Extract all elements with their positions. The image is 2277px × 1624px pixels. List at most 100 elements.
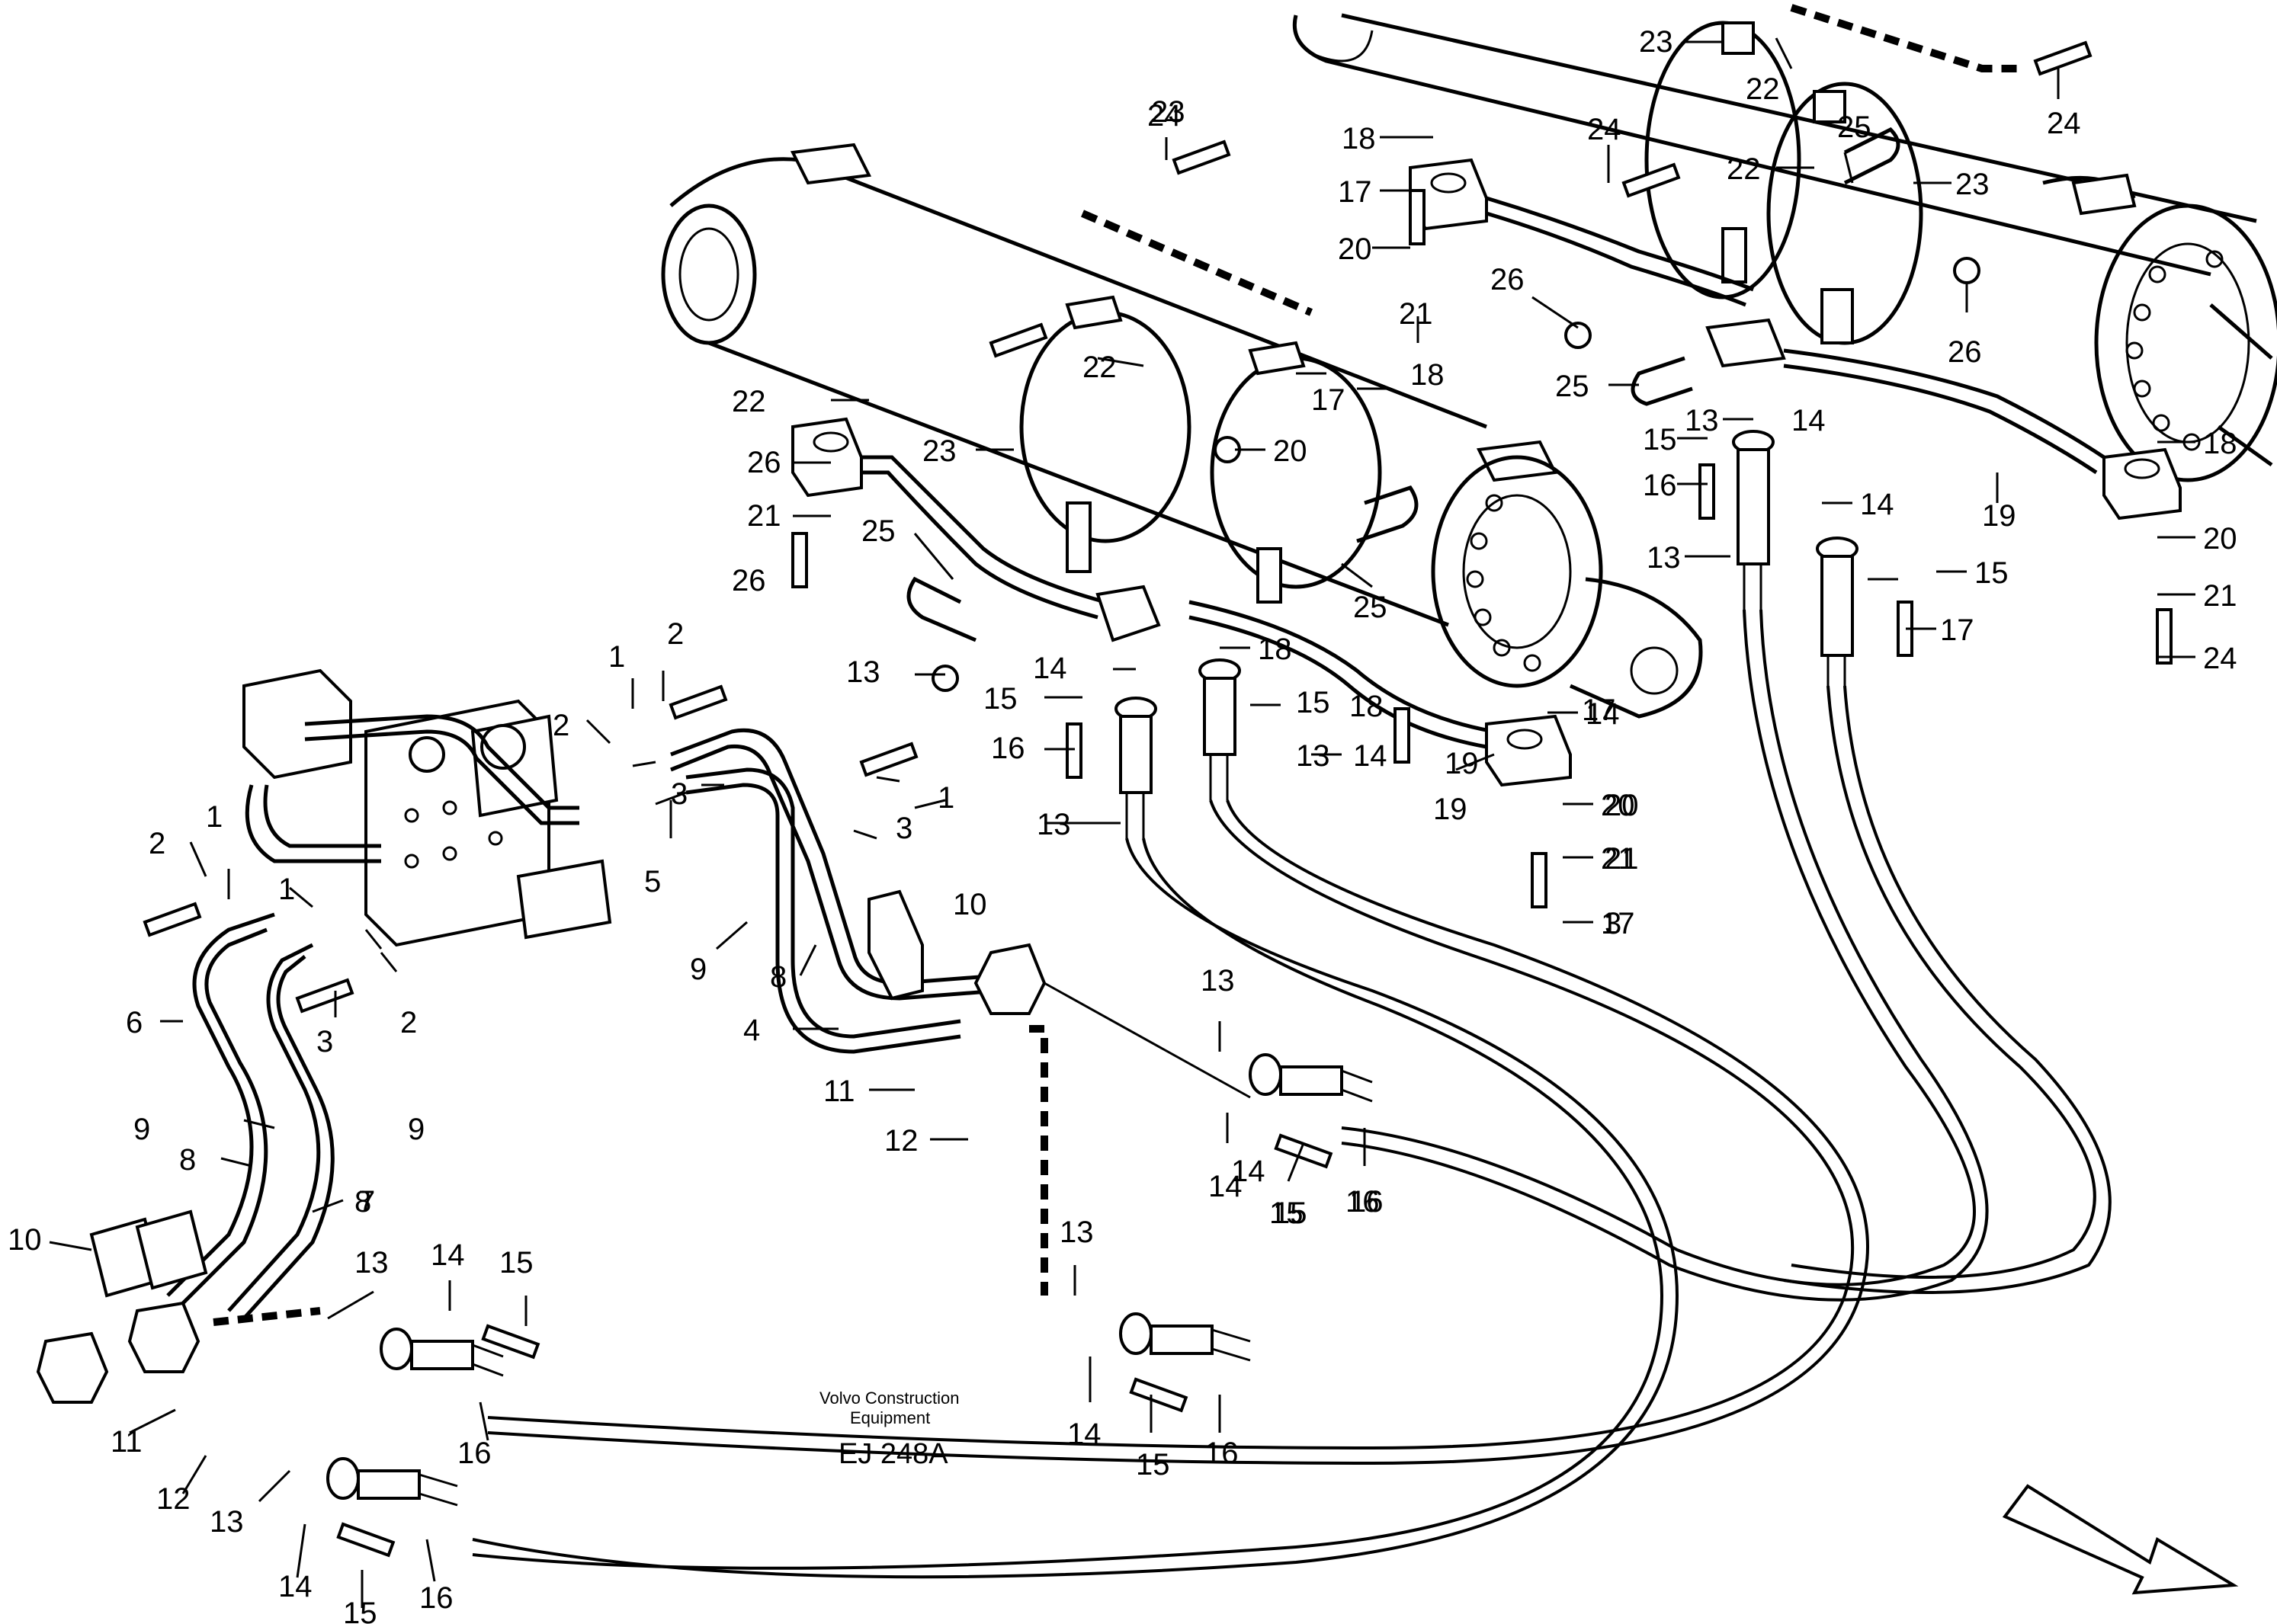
callout-label: 24 [1147,99,1182,133]
callout-label: 16 [419,1581,454,1615]
callout-label: 18 [1342,122,1376,155]
callout-label: 1 [278,873,295,906]
callout-label: 13 [1037,808,1071,841]
callout-label: 14 [278,1570,313,1603]
right-brake-pipe [1409,158,2182,521]
u-bolt-right [1631,356,1693,406]
callout-label: 26 [747,446,781,479]
callout-label: 14 [431,1238,465,1272]
brand-line-2: Equipment [850,1408,930,1427]
lower-hose-assembly-1 [1249,1053,1373,1103]
callout-label: 25 [861,514,896,548]
callout-label: 21 [2203,579,2237,613]
left-clamp-2 [1210,341,1382,604]
callout-label: 2 [149,827,165,860]
callout-label: 23 [1955,168,1990,201]
figure-code: EJ 248A [839,1438,948,1470]
callout-label: 8 [354,1185,371,1219]
callout-label: 14 [1208,1170,1243,1203]
callout-label: 20 [2203,522,2237,556]
pipe-5 [670,728,999,1001]
callout-label: 15 [1974,556,2009,590]
callout-label: 2 [553,709,569,742]
callout-label: 1 [608,640,625,674]
callout-label: 22 [732,385,766,418]
callout-label: 8 [179,1143,196,1177]
dashed-guide-top-right [1790,4,2020,72]
pipe-connector-line-center [1044,982,1251,1099]
callout-label: 16 [457,1437,492,1470]
callout-label: 19 [1445,747,1479,780]
callout-label: 14 [1353,739,1387,773]
callout-label: 23 [922,434,957,468]
callout-label: 25 [1837,111,1871,144]
callout-label: 14 [1860,488,1894,521]
callout-label: 16 [1643,469,1677,502]
connector-left-b [127,1301,200,1373]
hose-fitting-left-2 [1198,658,1241,800]
callout-label: 11 [823,1075,855,1108]
leader-lines [49,37,2195,1608]
bracket-10-center [868,889,924,1001]
callout-label: 10 [953,888,987,921]
u-bolt-mid [1356,485,1419,543]
callout-label: 18 [1410,358,1445,392]
u-bolt-left [906,576,977,642]
callout-label: 4 [743,1014,760,1047]
callout-label: 13 [1060,1216,1094,1249]
valve-block [242,668,612,947]
pipe-4 [685,767,961,1054]
callout-label: 11 [111,1425,143,1459]
connector-center [973,943,1047,1015]
callout-label: 19 [1982,499,2016,533]
callout-label: 25 [1555,370,1589,403]
callout-label: 16 [1204,1437,1239,1470]
callout-label: 25 [1353,591,1387,624]
callout-label: 23 [1151,95,1185,129]
callout-label: 15 [1643,423,1677,456]
callout-label: 14 [1791,404,1826,437]
left-brake-pipe [791,417,1572,787]
callout-label: 18 [1258,633,1292,666]
callout-label: 21 [1605,842,1639,876]
callout-label: 9 [408,1113,425,1146]
lower-hose-assembly-2 [1119,1312,1251,1362]
callout-label: 17 [1311,383,1345,417]
callout-label: 9 [133,1113,150,1146]
callout-label: 2 [400,1006,417,1039]
callout-label: 12 [156,1482,191,1516]
callout-label: 17 [1940,613,1974,647]
callout-label: 20 [1273,434,1307,468]
callout-label: 22 [1746,72,1780,106]
callout-label: 2 [667,617,684,651]
callout-label: 13 [846,655,880,689]
callout-label: 14 [1033,652,1067,685]
callout-label: 21 [1399,297,1433,331]
callout-label: 16 [1349,1185,1384,1219]
long-hoses [472,609,2112,1579]
callout-label: 16 [1345,1185,1380,1219]
callout-label: 15 [1136,1448,1170,1481]
callout-label: 10 [8,1223,42,1257]
callout-label: 13 [1685,404,1719,437]
callout-label: 14 [1231,1155,1265,1188]
pipe-6 [166,912,275,1305]
callout-label: 18 [2203,427,2237,460]
callout-label: 1 [206,800,223,834]
callout-label: 21 [1601,842,1635,876]
bolts [143,40,2173,1558]
callout-label: 8 [770,960,787,994]
callout-label: 1 [938,781,954,815]
callout-label: 20 [1605,789,1639,822]
callout-label: 3 [1605,907,1621,940]
callout-label: 26 [732,564,766,597]
callout-label: 13 [1647,541,1681,575]
callout-label: 26 [1490,263,1525,296]
callout-label: 9 [690,953,707,986]
connector-left-a [36,1331,109,1404]
callout-label: 17 [1601,907,1635,940]
callout-label: 23 [1639,25,1673,59]
callout-numbers: 23 22 24 24 18 24 25 22 23 17 20 26 21 2… [8,25,2237,1624]
callout-label: 17 [1582,693,1616,727]
